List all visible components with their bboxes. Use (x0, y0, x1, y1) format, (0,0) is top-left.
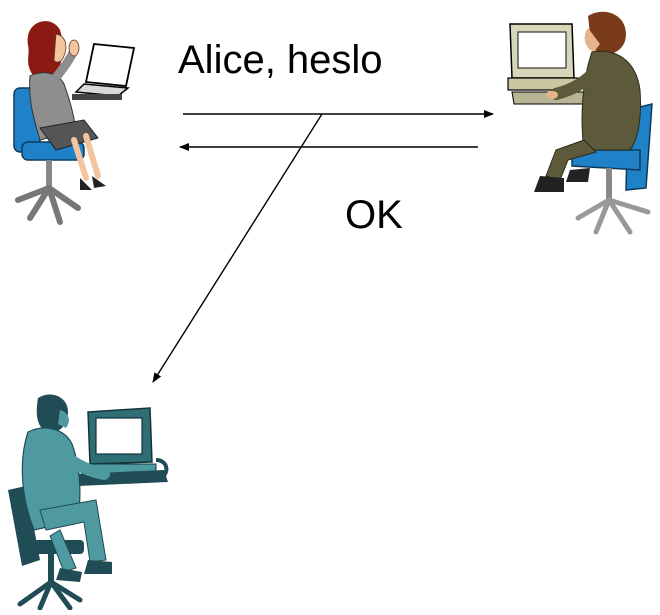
credentials-message-label: Alice, heslo (178, 38, 383, 82)
man-at-computer-icon (507, 11, 653, 235)
intercept-arrow (152, 113, 323, 383)
server-chair (571, 103, 653, 235)
response-message-label: OK (345, 193, 403, 237)
man-at-terminal-icon (8, 394, 169, 611)
laptop-icon (72, 43, 136, 100)
server-monitor (507, 23, 607, 105)
woman-at-laptop-icon (13, 21, 136, 225)
